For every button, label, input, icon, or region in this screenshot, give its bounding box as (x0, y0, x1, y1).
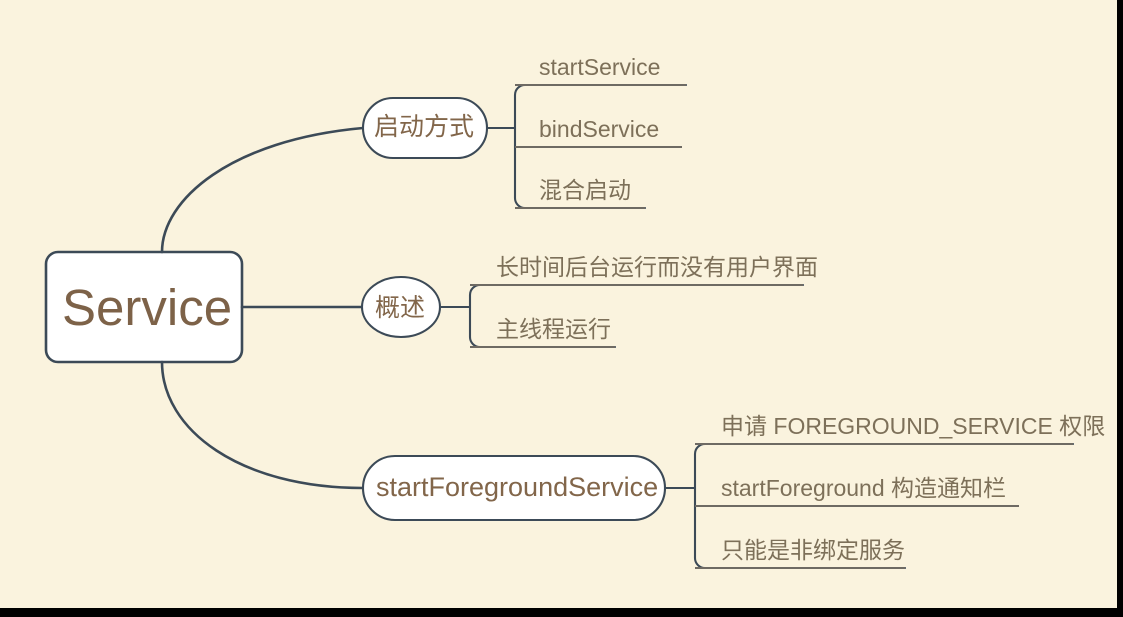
edge-root-to-startforegroundservice (160, 360, 365, 490)
spine-gaishu (468, 283, 805, 349)
root-node-service[interactable] (44, 250, 244, 364)
branch-node-startforegroundservice[interactable] (361, 454, 667, 522)
branch-node-qidongfangshi[interactable] (361, 96, 489, 160)
edge-root-to-qidongfangshi (160, 126, 365, 254)
frame-border-right (1117, 0, 1123, 617)
branch-node-gaishu[interactable] (360, 275, 442, 339)
frame-border-bottom (0, 608, 1123, 617)
